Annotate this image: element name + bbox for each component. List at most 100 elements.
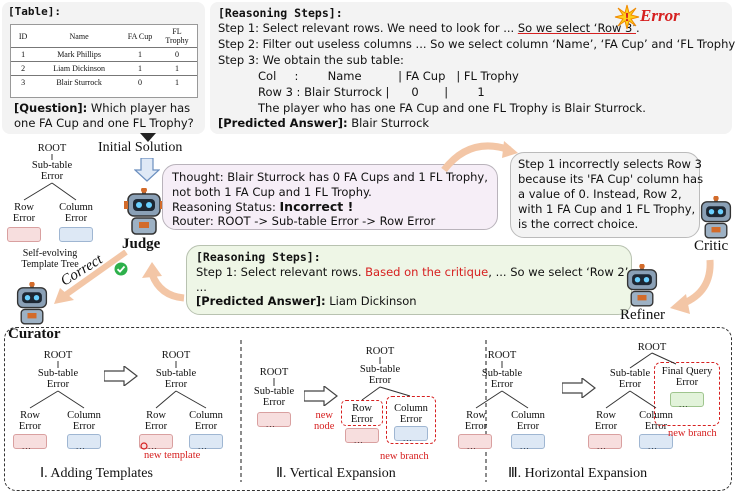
s3b-row-templates: [588, 434, 622, 449]
s2b-root: ROOT: [365, 346, 395, 357]
s3b-row-line2: Error: [594, 421, 618, 432]
tree-column-line1: Column: [59, 202, 93, 213]
s2b-subtable-line2: Error: [368, 375, 392, 386]
table-row: 2 Liam Dickinson 1 1: [11, 61, 197, 76]
tree-row-line2: Error: [12, 213, 36, 224]
s3b-column-templates: [639, 434, 673, 449]
table-label: [Table]:: [8, 5, 61, 18]
s2b-row-templates: [345, 428, 379, 443]
error-label: Error: [640, 6, 680, 25]
check-icon: [114, 262, 128, 276]
table-row: 1 Mark Phillips 1 0: [11, 47, 197, 62]
expansion-panel: [4, 327, 732, 491]
down-arrow-icon: [134, 158, 160, 182]
judge-status: Reasoning Status: Incorrect !: [172, 199, 354, 215]
s1a-row-ellipsis: ...: [22, 443, 32, 451]
table-cell: 1: [123, 47, 157, 62]
s1-transform-arrow-icon: [104, 366, 138, 386]
table-cell: Mark Phillips: [35, 47, 123, 62]
curator-robot-icon: [16, 282, 48, 325]
critic-line-2: because its 'FA Cup' column has: [518, 172, 704, 186]
s3a-row: Row Error: [454, 410, 498, 432]
predicted-answer-label: [Predicted Answer]:: [218, 116, 348, 130]
s1a-row: Row Error: [8, 410, 52, 432]
refiner-answer-label: [Predicted Answer]:: [196, 294, 326, 308]
critic-line-3: a value of 0. Instead, Row 2,: [518, 187, 682, 201]
input-table: ID Name FA Cup FL Trophy 1 Mark Phillips…: [10, 24, 198, 98]
reasoning-step-3: Step 3: We obtain the sub table:: [218, 53, 404, 67]
s3b-column-line1: Column: [639, 410, 673, 421]
table-cell: 3: [11, 75, 36, 89]
tree-caption-line2: Template Tree: [21, 259, 79, 270]
s1b-row-line2: Error: [144, 421, 168, 432]
step-text: Step 1: Select relevant rows. We need to…: [218, 21, 518, 35]
new-branch-label-vertical: new branch: [380, 451, 429, 462]
judge-thought-1: Thought: Blair Sturrock has 0 FA Cups an…: [172, 170, 488, 184]
error-burst-icon: !: [614, 4, 640, 30]
table-cell: 2: [11, 61, 36, 76]
refiner-answer-line: [Predicted Answer]: Liam Dickinson: [196, 294, 417, 309]
status-label: Reasoning Status:: [172, 200, 280, 214]
correct-arrow: [54, 250, 128, 304]
s3a-column: Column Error: [502, 410, 554, 432]
s1a-row-templates: [13, 434, 47, 449]
tree-subtable-label: Sub-table Error: [22, 160, 82, 182]
s3a-subtable-line1: Sub-table: [481, 368, 523, 379]
s2a-root: ROOT: [259, 367, 289, 378]
s3a-subtable-line2: Error: [490, 379, 514, 390]
reasoning-step-2: Step 2: Filter out useless columns ... S…: [218, 37, 736, 51]
new-branch-box-vertical: [386, 396, 436, 444]
s1b-subtable-line1: Sub-table: [155, 368, 197, 379]
critic-line-4: with 1 FA Cup and 1 FL Trophy,: [518, 202, 696, 216]
reasoning-title: [Reasoning Steps]:: [218, 6, 343, 20]
svg-text:!: !: [624, 11, 629, 24]
tree-column-line2: Error: [64, 213, 88, 224]
s3a-row-line1: Row: [466, 410, 486, 421]
table-cell: 1: [157, 75, 197, 89]
subtable-col-line: Col : Name | FA Cup | FL Trophy: [258, 69, 519, 83]
table-cell: 0: [157, 47, 197, 62]
s2a-subtable: Sub-table Error: [244, 386, 304, 408]
tree-row-templates: [7, 227, 41, 242]
s2b-column-templates: [394, 426, 428, 441]
refiner-panel: [186, 245, 632, 315]
table-header-cell: FA Cup: [127, 31, 153, 41]
table-header-cell: FL Trophy: [165, 27, 189, 45]
refiner-title: [Reasoning Steps]:: [196, 250, 321, 264]
refiner-ellipsis: ...: [196, 280, 207, 294]
s3a-column-line1: Column: [511, 410, 545, 421]
question-line-1: [Question]: Which player has: [14, 101, 190, 116]
table-cell: Liam Dickinson: [35, 61, 123, 76]
s2b-column: Column Error: [386, 403, 436, 425]
status-value: Incorrect !: [279, 199, 354, 214]
s1a-column: Column Error: [58, 410, 110, 432]
s1a-column-ellipsis: ...: [76, 443, 86, 451]
s3a-column-templates: [511, 434, 545, 449]
new-node-line2: node: [314, 421, 335, 432]
section2-label: Ⅱ. Vertical Expansion: [276, 466, 396, 481]
section3-label: Ⅲ. Horizontal Expansion: [508, 466, 648, 481]
tree-caption: Self-evolving Template Tree: [0, 248, 100, 270]
initial-solution-label: Initial Solution: [98, 140, 183, 155]
tree-column-label: Column Error: [50, 202, 102, 224]
question-text: Which player has: [87, 101, 191, 115]
s1b-subtable-line2: Error: [164, 379, 188, 390]
s3-transform-arrow-icon: [562, 378, 596, 398]
s3a-subtable: Sub-table Error: [472, 368, 532, 390]
tree-row-label: Row Error: [2, 202, 46, 224]
s2b-row-line2: Error: [350, 414, 374, 425]
s3a-row-ellipsis: ...: [467, 443, 477, 451]
final-query-line2: Error: [675, 377, 699, 388]
s2-transform-arrow-icon: [304, 386, 338, 406]
s2b-column-line1: Column: [394, 403, 428, 414]
reasoning-panel: [210, 2, 732, 134]
tree-column-templates: [59, 227, 93, 242]
s1b-column-line1: Column: [189, 410, 223, 421]
s3a-root: ROOT: [487, 350, 517, 361]
refiner-answer-value: Liam Dickinson: [325, 294, 417, 308]
s2b-column-line2: Error: [399, 414, 423, 425]
judge-router: Router: ROOT -> Sub-table Error -> Row E…: [172, 214, 436, 228]
